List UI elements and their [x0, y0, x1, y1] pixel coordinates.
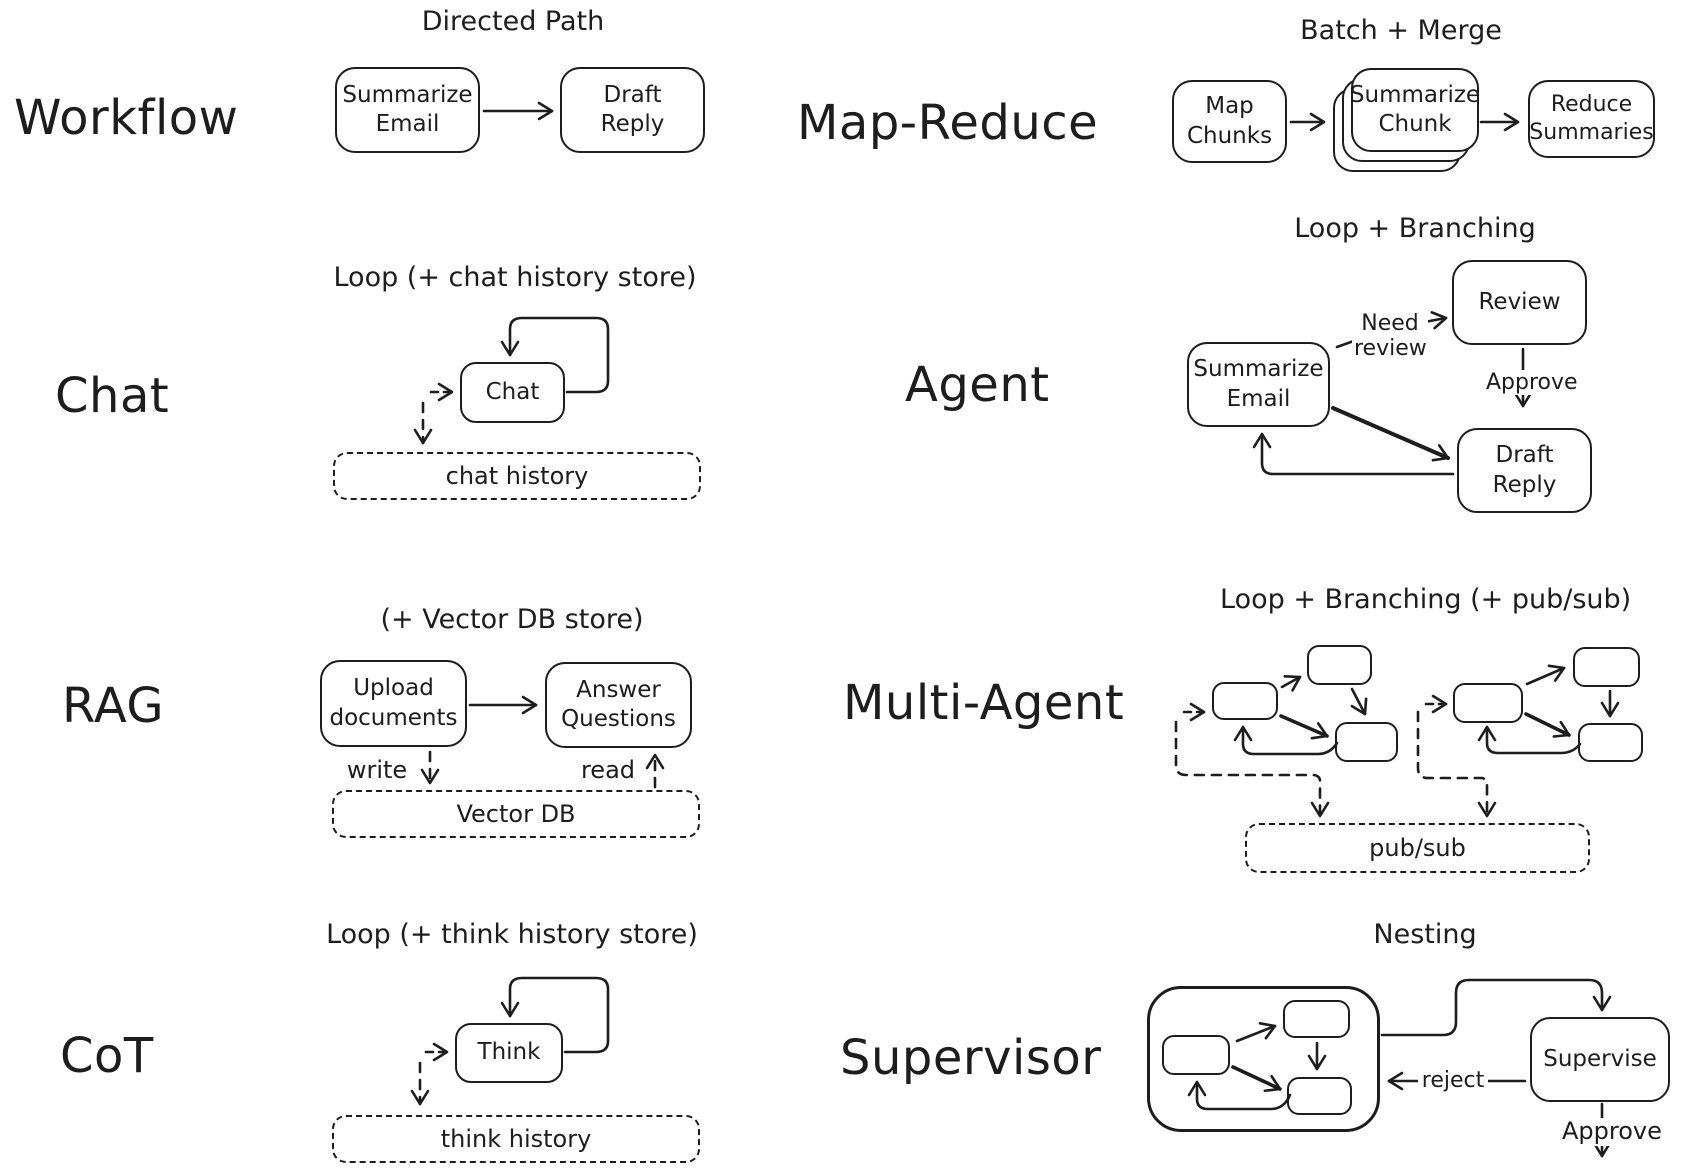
node-supervised-worker: [1162, 1035, 1230, 1075]
node-map-chunks: Map Chunks: [1172, 80, 1287, 163]
caption-map-reduce: Batch + Merge: [1300, 15, 1502, 46]
store-vector-db: Vector DB: [332, 790, 700, 838]
node-text: Summarize: [1349, 81, 1481, 108]
arrow-cluster-left-loop-back: [1233, 725, 1339, 756]
node-supervise: Supervise: [1530, 1017, 1670, 1102]
node-multi-agent-worker: [1212, 682, 1278, 720]
edge-text: Need: [1361, 311, 1419, 336]
node-draft-reply: Draft Reply: [560, 67, 705, 153]
edge-text: read: [580, 756, 636, 784]
store-text: pub/sub: [1369, 834, 1466, 862]
node-multi-agent-worker: [1307, 645, 1372, 685]
arrow-cluster-right-loop-back: [1477, 725, 1582, 755]
arrow-cluster-left-thick: [1279, 714, 1329, 740]
node-multi-agent-worker: [1335, 722, 1398, 762]
section-label-chat: Chat: [55, 368, 170, 424]
node-text: Chat: [485, 378, 540, 405]
section-label-cot: CoT: [60, 1028, 154, 1084]
node-text: Reduce: [1550, 91, 1633, 117]
node-text: Summarize: [1193, 356, 1324, 383]
section-label-rag: RAG: [62, 678, 165, 734]
edge-label-read: read: [572, 756, 644, 785]
node-multi-agent-worker: [1573, 647, 1640, 687]
arrow-cluster-left-down: [1350, 687, 1368, 716]
node-think: Think: [455, 1023, 563, 1083]
edge-text: reject: [1421, 1068, 1485, 1093]
arrow-cluster-right-to-pubsub-dashed: [1416, 710, 1497, 818]
node-multi-agent-worker: [1453, 683, 1523, 723]
store-chat-history: chat history: [333, 452, 701, 500]
node-text: Summaries: [1529, 120, 1654, 145]
node-agent-draft-reply: Draft Reply: [1457, 428, 1592, 513]
edge-text: write: [346, 756, 408, 784]
node-text: Upload: [353, 675, 434, 702]
store-pub-sub: pub/sub: [1245, 823, 1590, 873]
node-text: Draft: [603, 81, 662, 108]
edge-text: review: [1354, 336, 1427, 362]
caption-cot: Loop (+ think history store): [326, 919, 698, 950]
section-label-workflow: Workflow: [14, 90, 239, 146]
node-text: Chunk: [1378, 111, 1452, 137]
edge-label-write: write: [338, 756, 416, 785]
section-label-supervisor: Supervisor: [840, 1030, 1102, 1086]
node-upload-documents: Upload documents: [320, 660, 467, 747]
section-label-multi-agent: Multi-Agent: [843, 675, 1125, 731]
node-text: Think: [477, 1039, 541, 1066]
node-text: Review: [1478, 288, 1561, 315]
node-chat: Chat: [460, 362, 565, 423]
caption-workflow: Directed Path: [421, 6, 605, 37]
store-text: think history: [440, 1125, 592, 1153]
node-text: Reply: [600, 111, 665, 137]
section-label-agent: Agent: [905, 357, 1050, 413]
store-think-history: think history: [332, 1115, 700, 1163]
node-reduce-summaries: Reduce Summaries: [1528, 80, 1655, 158]
caption-supervisor: Nesting: [1373, 919, 1477, 950]
node-text: Supervise: [1543, 1045, 1657, 1072]
arrow-draft-loop-back-to-summarize: [1252, 432, 1455, 476]
edge-text: Approve: [1562, 1117, 1662, 1145]
arrow-summarize-to-draft-thick: [1331, 406, 1450, 462]
store-text: Vector DB: [456, 800, 576, 828]
node-summarize-chunk: Summarize Chunk: [1349, 68, 1481, 152]
edge-label-approve: Approve: [1484, 370, 1578, 396]
caption-chat: Loop (+ chat history store): [333, 262, 697, 293]
section-label-map-reduce: Map-Reduce: [797, 95, 1099, 151]
node-multi-agent-worker: [1578, 723, 1643, 762]
node-text: Questions: [561, 706, 676, 732]
node-text: Summarize: [342, 81, 473, 108]
edge-label-need-review: Need review: [1352, 311, 1428, 362]
edge-text: Approve: [1486, 370, 1578, 395]
edge-label-supervisor-approve: Approve: [1560, 1117, 1662, 1146]
caption-rag: (+ Vector DB store): [380, 604, 644, 635]
arrow-cluster-left-to-pubsub-dashed: [1174, 720, 1330, 818]
node-answer-questions: Answer Questions: [545, 662, 692, 748]
node-agent-summarize-email: Summarize Email: [1187, 342, 1330, 427]
caption-multi-agent: Loop + Branching (+ pub/sub): [1220, 584, 1632, 615]
node-text: documents: [329, 704, 458, 731]
node-text: Reply: [1492, 471, 1557, 498]
caption-agent: Loop + Branching: [1294, 213, 1536, 244]
node-text: Email: [1226, 385, 1291, 412]
node-text: Map: [1205, 93, 1254, 120]
node-text: Answer: [576, 676, 661, 703]
arrow-cluster-right-thick: [1524, 712, 1571, 738]
node-review: Review: [1452, 260, 1587, 345]
store-text: chat history: [445, 462, 589, 490]
node-supervised-worker: [1283, 1000, 1350, 1038]
arrow-cluster-right-branch-up: [1525, 664, 1566, 686]
node-text: Draft: [1495, 442, 1554, 469]
node-supervised-worker: [1287, 1077, 1352, 1115]
node-text: Email: [375, 111, 440, 137]
node-text: Chunks: [1186, 122, 1273, 149]
arrow-cluster-left-branch-up: [1280, 675, 1302, 692]
edge-label-reject: reject: [1418, 1068, 1488, 1094]
node-summarize-email: Summarize Email: [335, 67, 480, 153]
